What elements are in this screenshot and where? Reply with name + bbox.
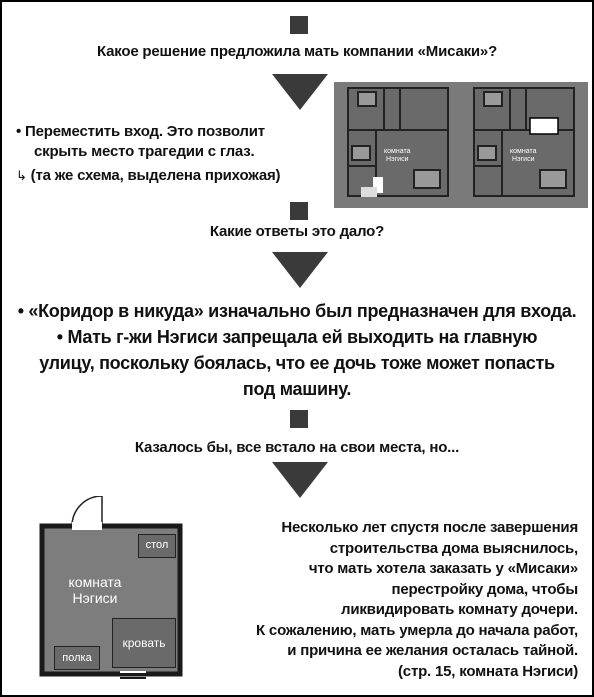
conclusion-line: что мать хотела заказать у «Мисаки» bbox=[308, 560, 578, 577]
answer-2-line-1: • Мать г-жи Нэгиси запрещала ей выходить… bbox=[56, 327, 538, 347]
floor-plan-right bbox=[473, 87, 575, 197]
answer-2-line-3: под машину. bbox=[242, 379, 352, 399]
bed: кровать bbox=[112, 618, 176, 668]
room-label: комната Нэгиси bbox=[68, 574, 122, 606]
step-marker-square bbox=[290, 202, 308, 220]
question-2: Какие ответы это дало? bbox=[209, 223, 385, 240]
return-arrow-icon: ↳ bbox=[16, 168, 27, 183]
conclusion-line: (стр. 15, комната Нэгиси) bbox=[398, 662, 578, 680]
transition-text: Казалось бы, все встало на свои места, н… bbox=[134, 439, 460, 456]
conclusion-line: строительства дома выяснилось, bbox=[329, 539, 578, 557]
conclusion-line: перестройку дома, чтобы bbox=[391, 580, 578, 598]
conclusion-text: Несколько лет спустя после завершения ст… bbox=[256, 518, 578, 682]
conclusion-line: К сожалению, мать умерла до начала работ… bbox=[256, 621, 578, 639]
answers-block: • «Коридор в никуда» изначально был пред… bbox=[2, 298, 592, 402]
bullet: • bbox=[16, 123, 22, 140]
down-arrow-icon bbox=[272, 462, 328, 498]
conclusion-line: Несколько лет спустя после завершения bbox=[281, 519, 578, 536]
floor-plans-illustration bbox=[347, 87, 575, 197]
shelf: полка bbox=[54, 646, 100, 670]
negishi-room-plan: стол комната Нэгиси кровать полка bbox=[36, 495, 186, 682]
floor-plan-left bbox=[347, 87, 449, 197]
solution-line-2: скрыть место трагедии с глаз. bbox=[34, 143, 255, 160]
desk: стол bbox=[138, 534, 176, 558]
down-arrow-icon bbox=[272, 252, 328, 288]
step-marker-square bbox=[290, 410, 308, 428]
answer-2-line-2: улицу, поскольку боялась, что ее дочь то… bbox=[39, 353, 555, 373]
solution-line-3: (та же схема, выделена прихожая) bbox=[30, 167, 281, 184]
conclusion-line: и причина ее желания осталась тайной. bbox=[287, 642, 578, 659]
conclusion-line: ликвидировать комнату дочери. bbox=[341, 601, 578, 618]
answer-1: • «Коридор в никуда» изначально был пред… bbox=[17, 301, 577, 321]
question-1: Какое решение предложила мать компании «… bbox=[96, 43, 498, 60]
solution-text: • Переместить вход. Это позволит скрыть … bbox=[16, 122, 281, 186]
down-arrow-icon bbox=[272, 74, 328, 110]
step-marker-square bbox=[290, 16, 308, 34]
solution-line-1: Переместить вход. Это позволит bbox=[25, 123, 265, 140]
